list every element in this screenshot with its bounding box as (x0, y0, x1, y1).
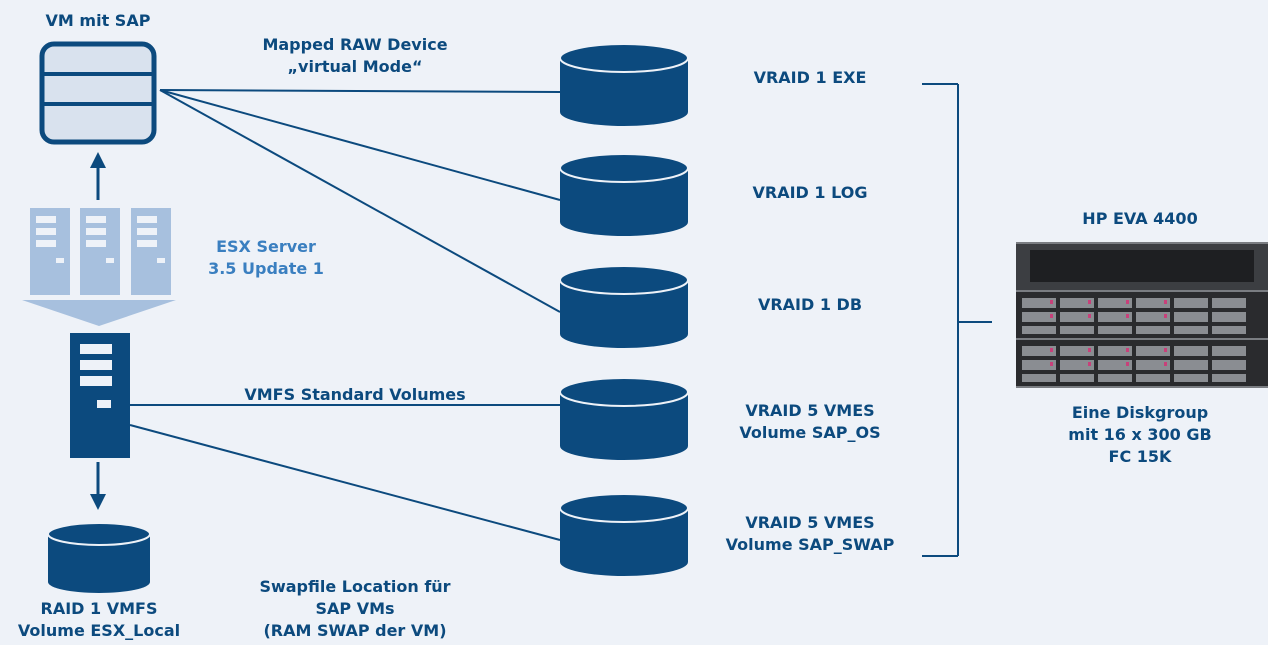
connector-vm-db (159, 89, 561, 313)
vm-connections (159, 89, 561, 313)
volume-label-log: VRAID 1 LOG (752, 183, 868, 202)
server-tower-icon (30, 208, 70, 295)
volume-disk-icon (559, 377, 689, 460)
volume-disk-icon (559, 153, 689, 236)
storage-title: HP EVA 4400 (1082, 209, 1198, 228)
host-server-icon (70, 333, 130, 458)
volume-label-exe: VRAID 1 EXE (753, 68, 867, 87)
volume-disk-icon (559, 493, 689, 576)
storage-array-icon (1016, 242, 1268, 388)
server-tower-icon (80, 208, 120, 295)
storage-description: Eine Diskgroup mit 16 x 300 GB FC 15K (1068, 403, 1212, 466)
volume-disk-icon (559, 43, 689, 126)
local-disk-icon (47, 522, 151, 593)
arrow-up-icon (90, 152, 106, 200)
connector-host-swap (129, 424, 561, 541)
local-disk-label: RAID 1 VMFS Volume ESX_Local (17, 599, 181, 640)
connector-vm-log (159, 89, 561, 201)
volume-bracket (922, 83, 992, 557)
volume-label-db: VRAID 1 DB (757, 295, 863, 314)
swapfile-label: Swapfile Location für SAP VMs (RAM SWAP … (259, 577, 451, 640)
vmfs-label: VMFS Standard Volumes (244, 385, 466, 404)
volume-label-swap: VRAID 5 VMES Volume SAP_SWAP (725, 513, 895, 554)
server-tower-icon (131, 208, 171, 295)
esx-server-label: ESX Server 3.5 Update 1 (208, 237, 324, 278)
funnel-arrow-icon (22, 300, 176, 326)
arrow-down-icon (90, 462, 106, 510)
connector-vm-exe (159, 89, 561, 93)
mapped-raw-label: Mapped RAW Device „virtual Mode“ (262, 35, 448, 76)
esx-server-icons (22, 208, 176, 326)
volume-label-os: VRAID 5 VMES Volume SAP_OS (739, 401, 881, 442)
vm-title: VM mit SAP (45, 11, 151, 30)
host-connections (129, 404, 561, 541)
vm-icon (39, 41, 157, 145)
volume-disk-icon (559, 265, 689, 348)
